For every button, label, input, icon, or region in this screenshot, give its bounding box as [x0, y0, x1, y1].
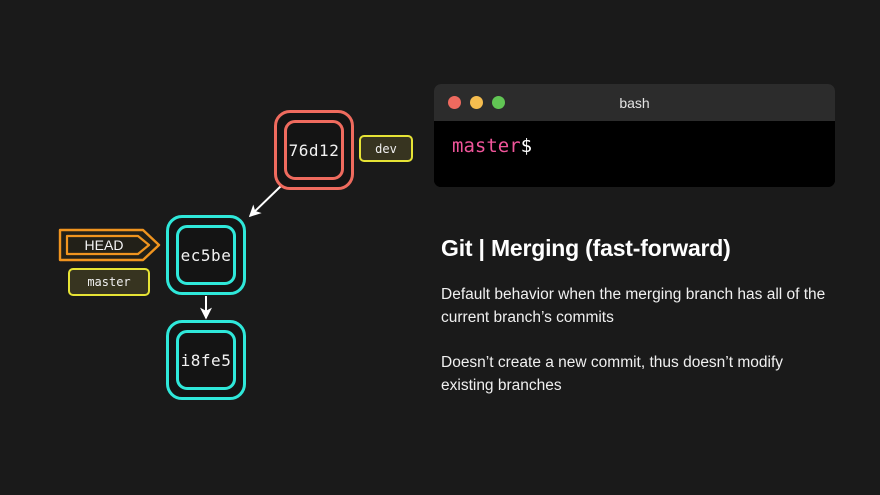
- body-paragraph-1: Default behavior when the merging branch…: [441, 286, 826, 326]
- commit-node-inner: i8fe5: [176, 330, 236, 390]
- commit-node-ec5be[interactable]: ec5be: [166, 215, 246, 295]
- prompt-sigil: $: [520, 135, 533, 157]
- commit-hash-label: ec5be: [180, 245, 232, 265]
- commit-node-inner: ec5be: [176, 225, 236, 285]
- terminal-output-area[interactable]: master$: [434, 121, 835, 187]
- head-pointer[interactable]: HEAD: [58, 228, 162, 262]
- commit-node-76d12[interactable]: 76d12: [274, 110, 354, 190]
- traffic-light-group: [448, 96, 505, 109]
- edge-76d12-to-ec5be: [248, 185, 282, 218]
- terminal-titlebar[interactable]: bash: [434, 84, 835, 121]
- commit-node-inner: 76d12: [284, 120, 344, 180]
- body-paragraph-2: Doesn’t create a new commit, thus doesn’…: [441, 353, 784, 394]
- close-icon[interactable]: [448, 96, 461, 109]
- prompt-branch-name: master: [452, 135, 521, 157]
- commit-node-i8fe5[interactable]: i8fe5: [166, 320, 246, 400]
- git-graph-diagram: 76d12 ec5be i8fe5 dev master: [0, 0, 430, 495]
- branch-label-text: dev: [375, 141, 397, 156]
- minimize-icon[interactable]: [470, 96, 483, 109]
- slide-text-block: Git | Merging (fast-forward) Default beh…: [441, 235, 836, 398]
- terminal-title-text: bash: [619, 94, 650, 111]
- branch-label-dev[interactable]: dev: [359, 135, 413, 162]
- head-arrow-shape: [58, 228, 161, 262]
- commit-hash-label: i8fe5: [180, 350, 232, 370]
- branch-label-master[interactable]: master: [68, 268, 150, 296]
- commit-hash-label: 76d12: [288, 140, 340, 160]
- page-title: Git | Merging (fast-forward): [441, 235, 731, 261]
- branch-label-text: master: [87, 275, 131, 289]
- maximize-icon[interactable]: [492, 96, 505, 109]
- terminal-window[interactable]: bash master$: [434, 84, 835, 187]
- terminal-prompt-line: master$: [452, 137, 835, 156]
